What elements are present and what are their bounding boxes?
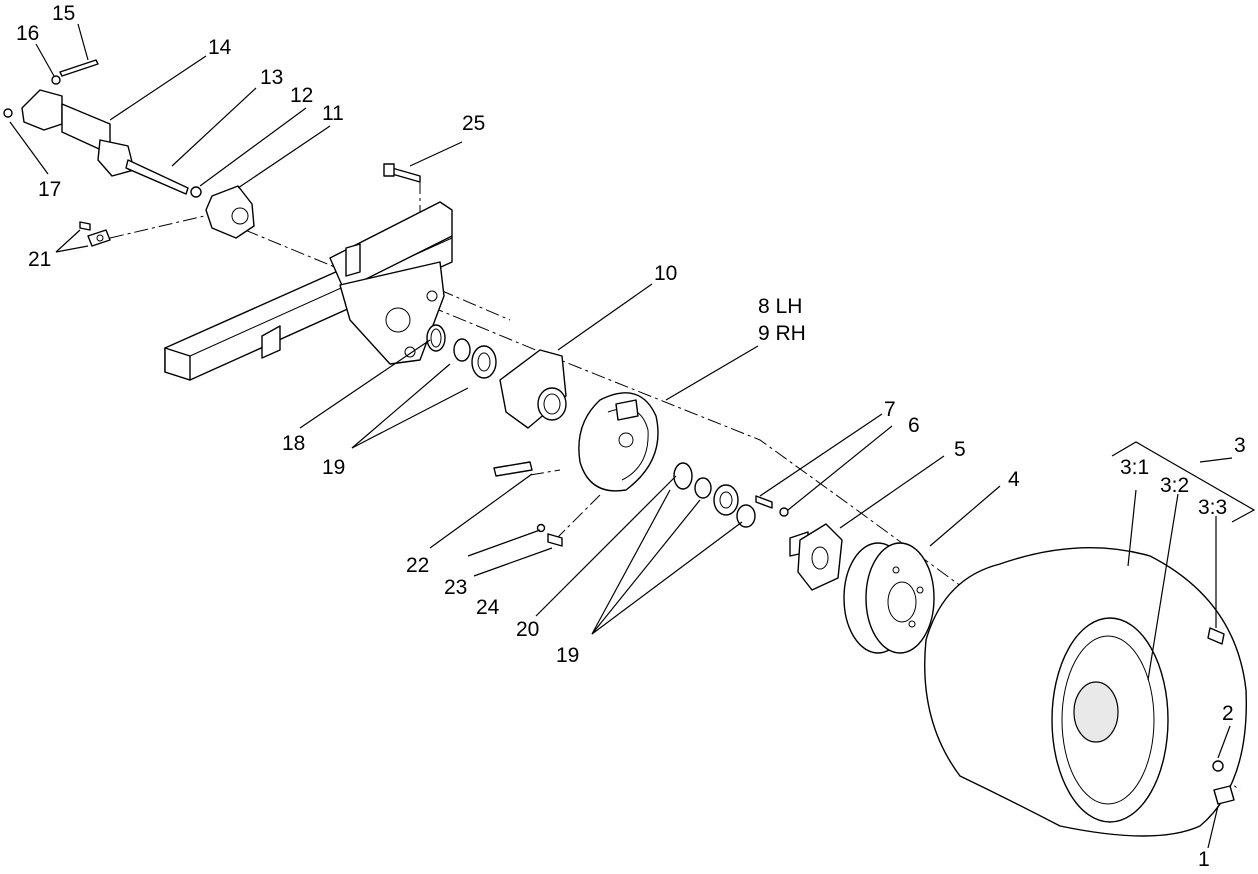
label-14: 14: [208, 36, 232, 59]
label-11: 11: [322, 102, 344, 125]
yoke-part: [190, 185, 255, 239]
label-25: 25: [462, 112, 485, 135]
label-16: 16: [16, 22, 39, 45]
inner-bearings: [453, 338, 497, 379]
bracket-bolt: [383, 163, 421, 183]
label-3-1: 3:1: [1120, 456, 1149, 479]
outer-bearings: [673, 462, 756, 528]
label-24: 24: [476, 596, 500, 619]
label-1: 1: [1198, 848, 1210, 871]
label-3: 3: [1234, 434, 1246, 457]
label-10: 10: [654, 262, 677, 285]
label-4: 4: [1008, 468, 1020, 491]
label-19-inner: 19: [322, 456, 345, 479]
label-3-2: 3:2: [1160, 474, 1189, 497]
leader-lines: [9, 23, 1233, 849]
brake-assembly: [578, 392, 659, 492]
label-9-rh: 9 RH: [758, 322, 806, 345]
label-18: 18: [282, 432, 305, 455]
cotter-key: [493, 461, 533, 477]
label-21: 21: [28, 248, 51, 271]
label-2: 2: [1222, 702, 1234, 725]
label-19-outer: 19: [556, 644, 579, 667]
clip-hardware: [79, 221, 111, 247]
part-labels: 1 2 3 3:1 3:2 3:3 4 5 6 7 8 LH 9 RH 10 1…: [16, 2, 1246, 871]
label-22: 22: [406, 554, 429, 577]
label-3-3: 3:3: [1198, 496, 1227, 519]
label-20: 20: [516, 618, 539, 641]
label-12: 12: [290, 84, 313, 107]
label-6: 6: [908, 414, 920, 437]
label-17: 17: [38, 178, 61, 201]
wheel-hub: [789, 523, 843, 591]
stud-and-nut: [755, 495, 789, 517]
label-7: 7: [884, 398, 896, 421]
label-8-lh: 8 LH: [758, 295, 802, 318]
label-15: 15: [52, 2, 75, 25]
label-23: 23: [444, 576, 467, 599]
label-5: 5: [954, 438, 966, 461]
seal-ring: [426, 324, 446, 352]
part-3-group-bracket: [1111, 441, 1256, 523]
axle-frame: [164, 201, 453, 381]
brake-drum: [843, 542, 935, 654]
label-13: 13: [260, 66, 283, 89]
tire-wheel-assembly: [924, 547, 1247, 837]
brake-screw: [536, 523, 563, 547]
spindle-housing: [499, 349, 567, 429]
drive-shaft-assembly: [3, 59, 189, 195]
